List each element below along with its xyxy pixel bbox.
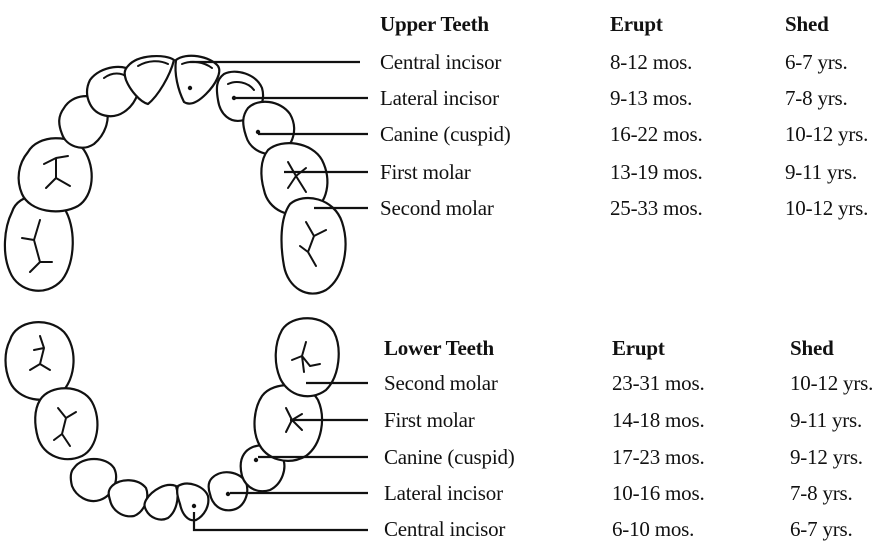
lower-row-4-tooth: Lateral incisor [384, 481, 503, 505]
upper-row-2-shed: 7-8 yrs. [785, 86, 848, 110]
upper-row-1-erupt: 8-12 mos. [610, 50, 692, 74]
lower-header-erupt: Erupt [612, 336, 665, 360]
lower-row-3-shed: 9-12 yrs. [790, 445, 863, 469]
lower-right-lateral-incisor [209, 472, 248, 510]
lower-right-second-molar [276, 318, 339, 396]
upper-row-2-tooth: Lateral incisor [380, 86, 499, 110]
lower-left-lateral-incisor [109, 480, 148, 516]
lower-left-first-molar [35, 388, 97, 459]
upper-header-shed: Shed [785, 12, 829, 36]
lower-row-1-tooth: Second molar [384, 371, 498, 395]
upper-row-1-tooth: Central incisor [380, 50, 501, 74]
lower-row-4-erupt: 10-16 mos. [612, 481, 705, 505]
upper-row-4-shed: 9-11 yrs. [785, 160, 857, 184]
upper-row-3-erupt: 16-22 mos. [610, 122, 703, 146]
lower-row-2-erupt: 14-18 mos. [612, 408, 705, 432]
upper-header-erupt: Erupt [610, 12, 663, 36]
lower-lateral-incisor-pointer [226, 492, 230, 496]
upper-row-4-erupt: 13-19 mos. [610, 160, 703, 184]
upper-row-3-tooth: Canine (cuspid) [380, 122, 511, 146]
lower-canine-pointer [254, 458, 258, 462]
lower-row-1-shed: 10-12 yrs. [790, 371, 873, 395]
upper-row-5-shed: 10-12 yrs. [785, 196, 868, 220]
lower-right-central-incisor [177, 484, 208, 521]
upper-row-3-shed: 10-12 yrs. [785, 122, 868, 146]
upper-right-second-molar [282, 198, 346, 294]
lower-row-2-shed: 9-11 yrs. [790, 408, 862, 432]
lower-row-1-erupt: 23-31 mos. [612, 371, 705, 395]
lower-arch [6, 318, 339, 520]
lower-row-3-erupt: 17-23 mos. [612, 445, 705, 469]
upper-row-2-erupt: 9-13 mos. [610, 86, 692, 110]
upper-row-1-shed: 6-7 yrs. [785, 50, 848, 74]
upper-row-4-tooth: First molar [380, 160, 471, 184]
lower-row-5-shed: 6-7 yrs. [790, 517, 853, 541]
lower-row-2-tooth: First molar [384, 408, 475, 432]
lower-header-shed: Shed [790, 336, 834, 360]
lower-row-5-tooth: Central incisor [384, 517, 505, 541]
lower-central-incisor-pointer [192, 504, 196, 508]
leader-lower-central-incisor [194, 512, 368, 530]
upper-lateral-incisor-pointer [232, 96, 236, 100]
upper-arch [5, 56, 346, 294]
upper-header-tooth: Upper Teeth [380, 12, 489, 36]
lower-row-5-erupt: 6-10 mos. [612, 517, 694, 541]
upper-row-5-tooth: Second molar [380, 196, 494, 220]
lower-left-central-incisor [145, 485, 178, 520]
lower-row-4-shed: 7-8 yrs. [790, 481, 853, 505]
upper-row-5-erupt: 25-33 mos. [610, 196, 703, 220]
lower-header-tooth: Lower Teeth [384, 336, 494, 360]
lower-row-3-tooth: Canine (cuspid) [384, 445, 515, 469]
upper-central-incisor-pointer [188, 86, 192, 90]
